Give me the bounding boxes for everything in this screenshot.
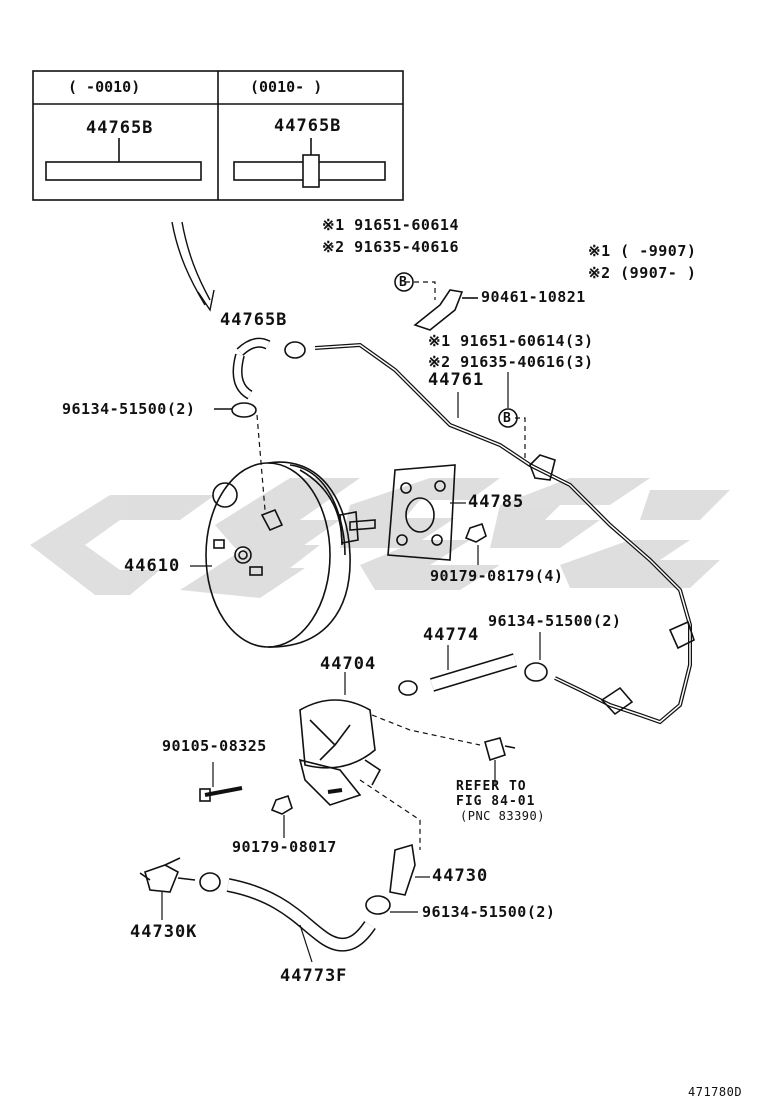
- label-90179-08179: 90179-08179(4): [430, 567, 564, 585]
- watermark-logo: [30, 478, 730, 598]
- label-96134-51500-b: 96134-51500(2): [488, 612, 622, 630]
- table-col2-part: 44765B: [274, 116, 342, 136]
- label-44704: 44704: [320, 654, 377, 674]
- label-90105-08325: 90105-08325: [162, 737, 267, 755]
- label-91635-40616: ※2 91635-40616: [322, 238, 459, 256]
- callout-b-1: B: [399, 275, 408, 290]
- label-91651-60614: ※1 91651-60614: [322, 216, 459, 234]
- label-90179-08017: 90179-08017: [232, 838, 337, 856]
- label-44761: 44761: [428, 370, 485, 390]
- callout-b-2: B: [503, 411, 512, 426]
- label-91651-60614-3: ※1 91651-60614(3): [428, 332, 594, 350]
- label-44730k: 44730K: [130, 922, 198, 942]
- note-line-2: ※2 (9907- ): [588, 264, 697, 282]
- label-44774: 44774: [423, 625, 480, 645]
- label-44765b: 44765B: [220, 310, 288, 330]
- note-line-1: ※1 ( -9907): [588, 242, 697, 260]
- label-44730: 44730: [432, 866, 489, 886]
- label-44610: 44610: [124, 556, 181, 576]
- label-refer-to: REFER TO: [456, 779, 527, 794]
- table-col1-part: 44765B: [86, 118, 154, 138]
- label-fig-84-01: FIG 84-01: [456, 794, 536, 809]
- table-col1-header: ( -0010): [68, 78, 141, 96]
- label-96134-51500-a: 96134-51500(2): [62, 400, 196, 418]
- figure-code: 471780D: [688, 1085, 743, 1099]
- gasket: [387, 464, 456, 561]
- label-pnc-83390: (PNC 83390): [460, 809, 545, 823]
- label-44785: 44785: [468, 492, 525, 512]
- label-96134-51500-c: 96134-51500(2): [422, 903, 556, 921]
- label-44773f: 44773F: [280, 966, 348, 986]
- vacuum-pump: [299, 699, 376, 769]
- table-col2-header: (0010- ): [250, 78, 323, 96]
- label-90461-10821: 90461-10821: [481, 288, 586, 306]
- label-91635-40616-3: ※2 91635-40616(3): [428, 353, 594, 371]
